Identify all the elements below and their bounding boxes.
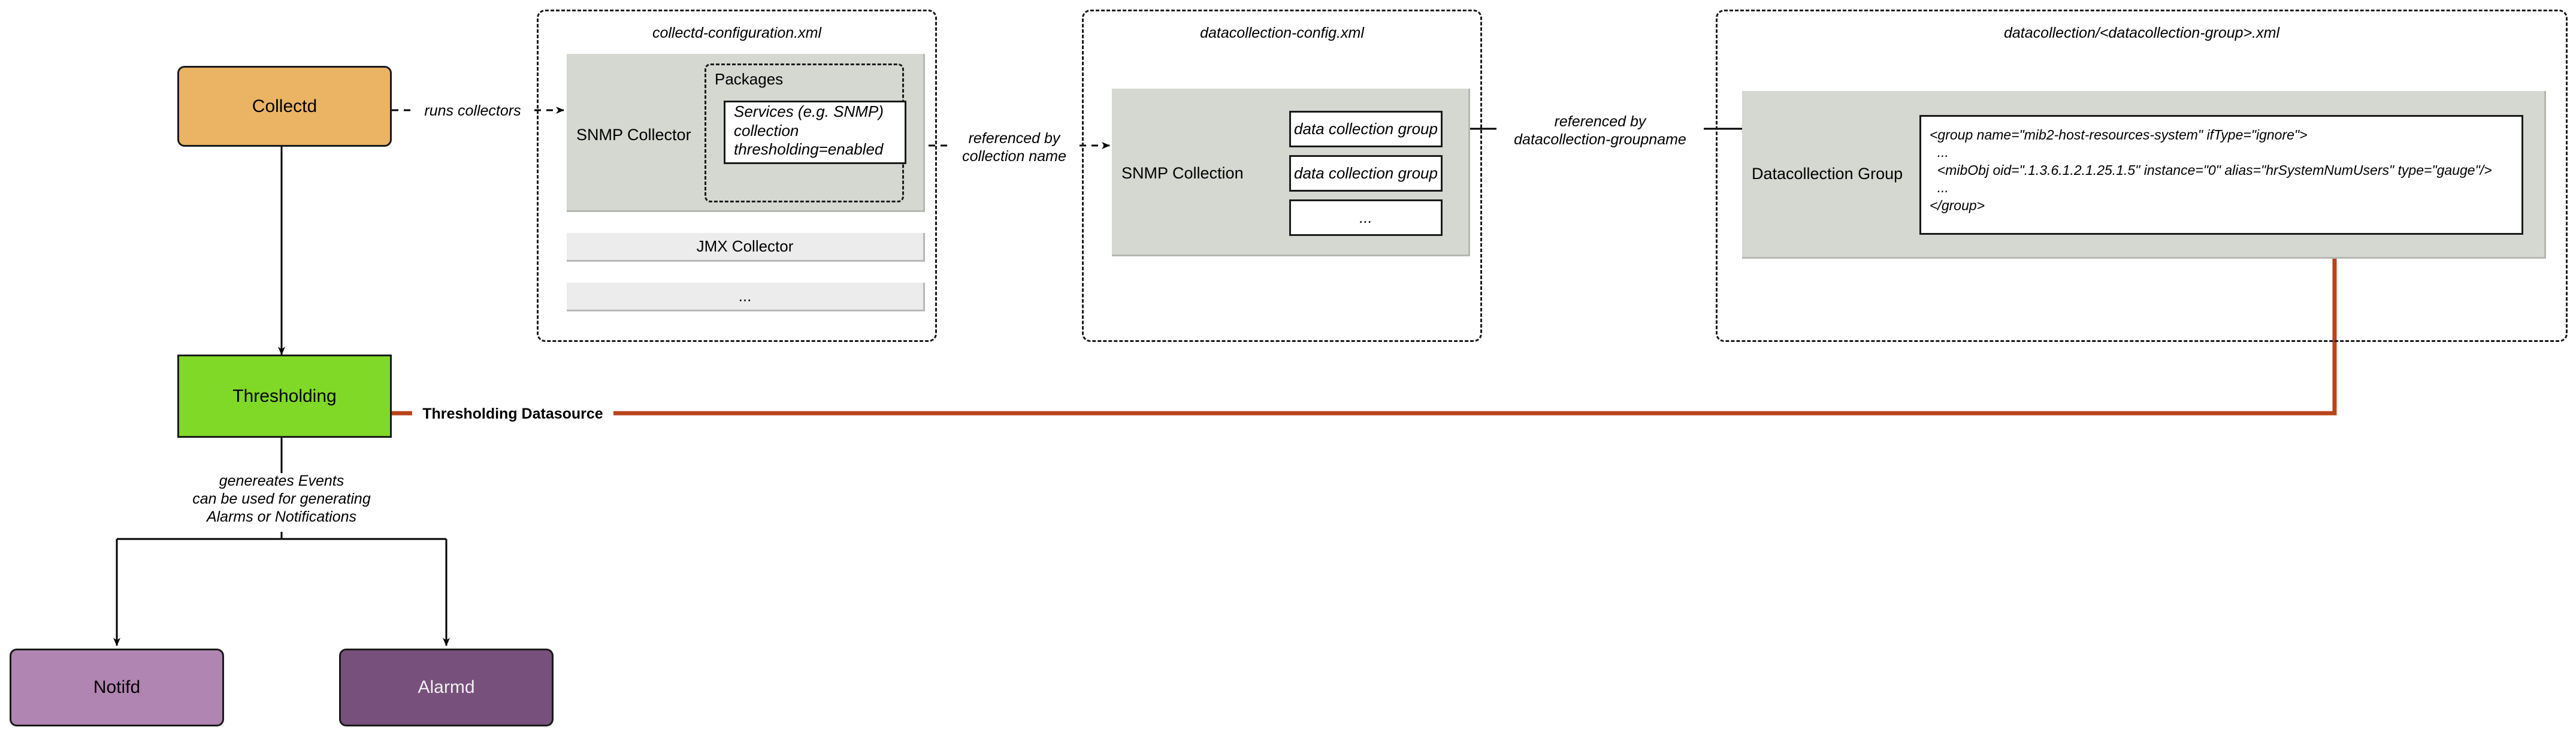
file-collectd-configuration-title: collectd-configuration.xml [652, 25, 822, 41]
file-datacollection-config-title: datacollection-config.xml [1200, 25, 1364, 41]
node-collectd[interactable]: Collectd [177, 66, 392, 147]
packages-label: Packages [715, 70, 784, 88]
services-line-1: Services (e.g. SNMP) [734, 102, 884, 120]
node-alarmd[interactable]: Alarmd [339, 649, 554, 726]
node-alarmd-label: Alarmd [418, 677, 475, 697]
edge-label-runs-collectors: runs collectors [413, 102, 533, 120]
edge-label-thresholding-datasource: Thresholding Datasource [412, 405, 613, 423]
packages-box: Packages [705, 63, 904, 202]
services-line-2: collection [734, 121, 799, 140]
data-collection-group-3-label: ... [1359, 208, 1372, 226]
edge-label-generates-events: genereates Events can be used for genera… [192, 473, 371, 525]
jmx-collector-bar[interactable]: JMX Collector [567, 233, 925, 262]
file-datacollection-group-title: datacollection/<datacollection-group>.xm… [2004, 25, 2279, 41]
node-notifd[interactable]: Notifd [10, 649, 224, 726]
data-collection-group-1[interactable]: data collection group [1289, 111, 1443, 147]
file-datacollection-group: datacollection/<datacollection-group>.xm… [1716, 10, 2568, 342]
other-collectors-bar[interactable]: ... [567, 283, 925, 311]
edge-label-referenced-groupname: referenced by datacollection-groupname [1496, 113, 1704, 149]
data-collection-group-3[interactable]: ... [1289, 199, 1443, 236]
snmp-collector-label: SNMP Collector [576, 126, 691, 144]
snmp-collection-label: SNMP Collection [1121, 164, 1244, 182]
xml-line-5: </group> [1930, 197, 1985, 213]
datacollection-group-xml: <group name="mib2-host-resources-system"… [1919, 115, 2523, 235]
data-collection-group-2[interactable]: data collection group [1289, 155, 1443, 192]
jmx-collector-label: JMX Collector [696, 237, 794, 255]
node-notifd-label: Notifd [93, 677, 141, 697]
xml-line-3: <mibObj oid=".1.3.6.1.2.1.25.1.5" instan… [1930, 162, 2492, 178]
node-thresholding[interactable]: Thresholding [177, 355, 392, 438]
xml-line-2: ... [1930, 144, 1949, 160]
other-collectors-label: ... [738, 287, 752, 305]
data-collection-group-2-label: data collection group [1294, 164, 1438, 182]
services-line-3: thresholding=enabled [734, 140, 884, 159]
services-box: Services (e.g. SNMP) collection threshol… [724, 101, 906, 164]
data-collection-group-1-label: data collection group [1294, 120, 1438, 138]
file-collectd-configuration: collectd-configuration.xml [537, 10, 937, 342]
node-thresholding-label: Thresholding [232, 386, 337, 406]
xml-line-1: <group name="mib2-host-resources-system"… [1930, 127, 2308, 143]
node-collectd-label: Collectd [252, 96, 318, 116]
xml-line-4: ... [1930, 180, 1949, 196]
edge-label-referenced-collection-name: referenced by collection name [950, 129, 1078, 165]
file-datacollection-config: datacollection-config.xml [1082, 10, 1482, 342]
datacollection-group-label: Datacollection Group [1752, 165, 1903, 183]
